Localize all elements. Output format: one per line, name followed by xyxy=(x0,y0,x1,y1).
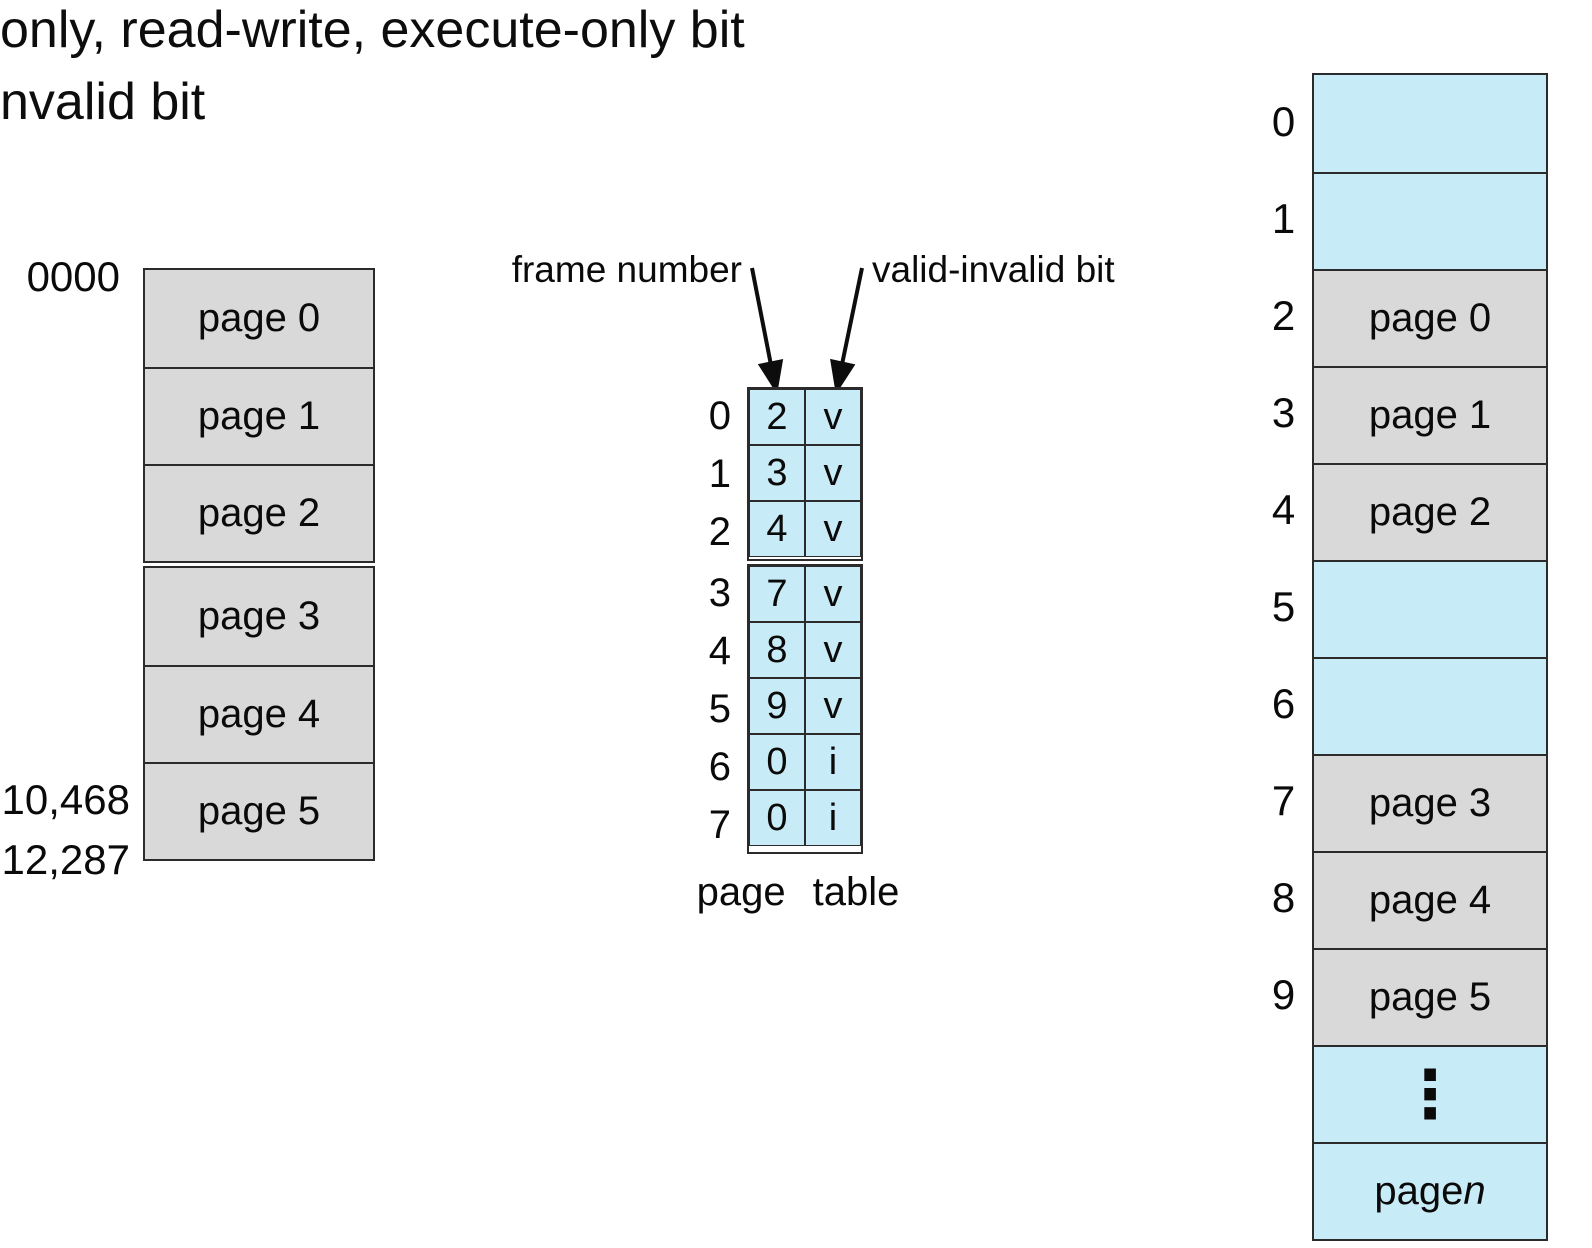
physical-frame-cell: page 5 xyxy=(1314,948,1546,1045)
frame-index-column: 0 1 2 3 4 5 6 7 8 9 xyxy=(1255,73,1312,1241)
physical-frame-cell: page 4 xyxy=(1314,851,1546,948)
physical-frame-cell: ⋮ xyxy=(1314,1045,1546,1142)
frame-number-cell: 9 xyxy=(749,678,805,734)
frame-index-label: 5 xyxy=(1271,582,1296,630)
valid-invalid-bit-cell: i xyxy=(805,790,861,846)
callout-arrows-icon xyxy=(750,267,864,395)
frame-index-label: 9 xyxy=(1271,970,1296,1018)
page-table-index-column: 0 1 2 xyxy=(690,387,747,561)
logical-page-cell: page 3 xyxy=(145,568,373,665)
valid-invalid-bit-cell: v xyxy=(805,622,861,678)
frame-content-label: page xyxy=(1374,1169,1464,1213)
physical-frame-cell xyxy=(1314,172,1546,269)
frame-content-label: page 5 xyxy=(1368,975,1492,1019)
frame-number-arrow-line xyxy=(750,267,773,363)
bullet-text-protection-bits: only, read-write, execute-only bit xyxy=(0,1,745,59)
frame-index-label: 3 xyxy=(1271,388,1296,436)
frame-content-label: page 1 xyxy=(1368,393,1492,437)
frame-index-label xyxy=(1255,1140,1312,1237)
page-index-label: 3 xyxy=(708,570,731,615)
address-label-10468: 10,468 xyxy=(1,776,130,823)
frame-content-label: page 2 xyxy=(1368,490,1492,534)
frame-content-label: page 0 xyxy=(1368,296,1492,340)
frame-index-label: 8 xyxy=(1271,873,1296,921)
valid-invalid-bit-cell: v xyxy=(805,678,861,734)
frame-number-arrowhead-icon xyxy=(757,358,784,395)
frame-content-label: page 3 xyxy=(1368,781,1492,825)
physical-frame-cell xyxy=(1314,560,1546,657)
frame-number-cell: 2 xyxy=(749,389,805,445)
physical-frame-cell: page 3 xyxy=(1314,754,1546,851)
valid-invalid-bit-cell: v xyxy=(805,445,861,501)
frame-number-cell: 8 xyxy=(749,622,805,678)
physical-frame-cell: page n xyxy=(1314,1142,1546,1239)
page-index-label: 5 xyxy=(708,686,731,731)
valid-invalid-bit-label: valid-invalid bit xyxy=(872,249,1115,290)
frame-number-cell: 0 xyxy=(749,734,805,790)
page-table-caption: page table xyxy=(696,870,900,914)
page-index-label: 2 xyxy=(708,509,731,554)
page-index-label: 0 xyxy=(708,393,731,438)
frame-index-label: 6 xyxy=(1271,679,1296,727)
frame-number-cell: 0 xyxy=(749,790,805,846)
frame-index-label: 0 xyxy=(1271,97,1296,145)
physical-frame-cell: page 2 xyxy=(1314,463,1546,560)
physical-memory-column: 0 1 2 3 4 5 6 7 8 9 page 0 page 1 page 2 page 3 page 4… xyxy=(1255,73,1548,1241)
page-index-label: 6 xyxy=(708,744,731,789)
italic-n-label: n xyxy=(1463,1169,1486,1213)
valid-invalid-bit-cell: i xyxy=(805,734,861,790)
frame-number-cell: 4 xyxy=(749,501,805,557)
physical-frame-cell: page 0 xyxy=(1314,269,1546,366)
logical-page-cell: page 4 xyxy=(145,665,373,762)
logical-page-cell: page 1 xyxy=(145,367,373,464)
valid-invalid-bit-cell: v xyxy=(805,566,861,622)
valid-invalid-arrow-line xyxy=(840,267,864,363)
physical-frame-cell: page 1 xyxy=(1314,366,1546,463)
frame-index-label: 2 xyxy=(1271,291,1296,339)
valid-invalid-bit-cell: v xyxy=(805,389,861,445)
page-index-label: 1 xyxy=(708,451,731,496)
frame-index-label: 1 xyxy=(1271,194,1296,242)
valid-invalid-arrowhead-icon xyxy=(830,358,856,395)
frame-content-label: page 4 xyxy=(1368,878,1492,922)
valid-invalid-bit-cell: v xyxy=(805,501,861,557)
frame-index-label: 4 xyxy=(1271,485,1296,533)
physical-frame-cell xyxy=(1314,657,1546,754)
page-table-index-column: 3 4 5 6 7 xyxy=(690,564,747,854)
bullet-text-valid-invalid: nvalid bit xyxy=(0,73,206,131)
logical-page-cell: page 2 xyxy=(145,464,373,561)
frame-number-cell: 7 xyxy=(749,566,805,622)
frame-index-label: 7 xyxy=(1271,776,1296,824)
logical-page-cell: page 5 xyxy=(145,762,373,859)
address-label-top: 0000 xyxy=(26,253,120,300)
logical-page-cell: page 0 xyxy=(145,270,373,367)
frame-number-cell: 3 xyxy=(749,445,805,501)
address-label-12287: 12,287 xyxy=(1,836,130,883)
physical-frame-cell xyxy=(1314,75,1546,172)
frame-index-label xyxy=(1255,1043,1312,1140)
physical-memory-cells: page 0 page 1 page 2 page 3 page 4 page 5 ⋮ pag… xyxy=(1312,73,1548,1241)
page-index-label: 4 xyxy=(708,628,731,673)
ellipsis-dots-icon: ⋮ xyxy=(1397,1056,1463,1131)
page-index-label: 7 xyxy=(708,802,731,847)
frame-number-label: frame number xyxy=(511,249,742,290)
